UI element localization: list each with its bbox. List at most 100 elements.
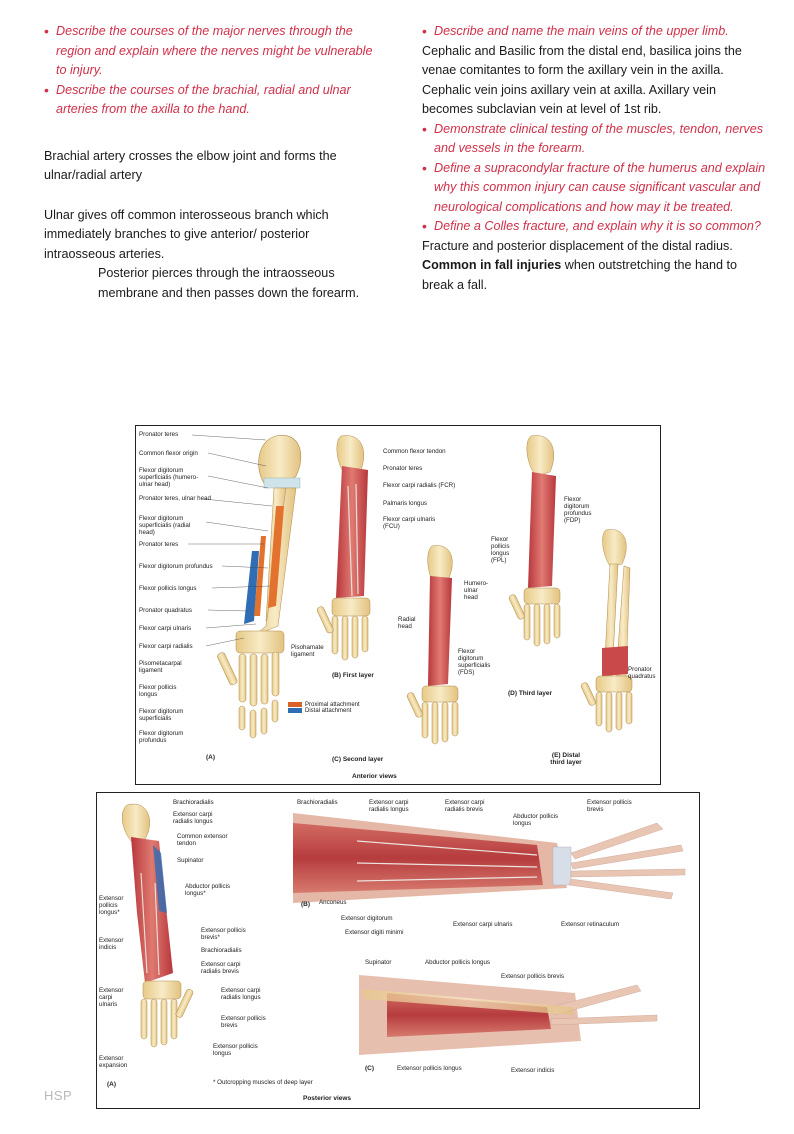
- objective-text: Describe the courses of the major nerves…: [56, 24, 373, 77]
- label: Extensor pollicis brevis*: [201, 927, 246, 941]
- label: Extensor retinaculum: [561, 921, 620, 928]
- label: Flexor pollicis longus: [139, 585, 197, 592]
- objective-item: • Define a supracondylar fracture of the…: [422, 159, 767, 218]
- label: Extensor indicis: [99, 937, 124, 951]
- label: Extensor carpi ulnaris: [453, 921, 513, 928]
- bullet-icon: •: [44, 81, 49, 98]
- label: Flexor carpi ulnaris (FCU): [383, 516, 436, 530]
- figure-c-horizontal-deep-layer: [359, 975, 658, 1055]
- label: Extensor digitorum: [341, 915, 393, 922]
- legend-item: Distal attachment: [288, 708, 360, 714]
- objective-text: Describe and name the main veins of the …: [434, 24, 729, 38]
- objective-text: Define a Colles fracture, and explain wh…: [434, 219, 761, 233]
- label: Palmaris longus: [383, 500, 428, 507]
- label: Extensor pollicis longus: [213, 1043, 258, 1057]
- objective-item: • Describe the courses of the major nerv…: [44, 22, 384, 81]
- caption-posterior-views: Posterior views: [303, 1095, 352, 1102]
- label: Extensor digiti minimi: [345, 929, 404, 936]
- anterior-forearm-figure: Pronator teres Common flexor origin Flex…: [135, 425, 661, 785]
- caption-e: (E) Distal third layer: [550, 752, 582, 766]
- veins-paragraph: Cephalic and Basilic from the distal end…: [422, 43, 742, 117]
- objective-item: • Describe the courses of the brachial, …: [44, 81, 384, 120]
- figure-b-horizontal-forearm: [293, 813, 686, 903]
- figure-a-leader-lines: [188, 434, 273, 647]
- bullet-icon: •: [422, 120, 427, 137]
- label: Brachioradialis: [201, 947, 242, 954]
- label: Anconeus: [319, 899, 347, 906]
- brachial-paragraph: Brachial artery crosses the elbow joint …: [44, 148, 337, 183]
- caption-c: (C) Second layer: [332, 756, 384, 763]
- legend-swatch: [288, 702, 302, 707]
- objective-text: Define a supracondylar fracture of the h…: [434, 160, 766, 214]
- label: Extensor carpi radialis longus: [221, 987, 261, 1001]
- objective-text: Demonstrate clinical testing of the musc…: [434, 121, 763, 156]
- label: Flexor digitorum superficialis (humero-u…: [139, 467, 199, 488]
- footer-mark: HSP: [44, 1088, 73, 1103]
- objective-text: Describe the courses of the brachial, ra…: [56, 82, 351, 117]
- right-column: • Describe and name the main veins of th…: [422, 22, 767, 295]
- label: Pronator quadratus: [628, 666, 656, 680]
- posterior-illustration: [121, 803, 686, 1055]
- label: Common extensor tendon: [177, 833, 228, 847]
- ulnar-paragraph: Ulnar gives off common interosseous bran…: [44, 207, 329, 261]
- figure-a-posterior-forearm: [121, 803, 194, 1048]
- label: Pronator teres: [139, 541, 179, 548]
- caption-a: (A): [107, 1081, 117, 1088]
- label: Pisometacarpal ligament: [139, 660, 182, 674]
- label: Pronator teres: [383, 465, 423, 472]
- legend-label: Proximal attachment: [305, 702, 360, 709]
- label: Flexor carpi radialis (FCR): [383, 482, 456, 489]
- label: Pronator quadratus: [139, 607, 192, 614]
- label: Pisohamate ligament: [291, 644, 324, 658]
- posterior-forearm-figure: Brachioradialis Extensor carpi radialis …: [96, 792, 700, 1109]
- label: Abductor pollicis longus: [513, 813, 559, 827]
- label: Extensor carpi radialis brevis: [445, 799, 485, 813]
- label: Supinator: [177, 857, 204, 864]
- figure-a-forearm: [217, 435, 302, 739]
- label: Flexor digitorum profundus (FDP): [564, 496, 592, 524]
- label: Common flexor origin: [139, 450, 198, 457]
- figure-d-third-layer: [508, 435, 561, 647]
- label: Flexor digitorum superficialis (radial h…: [139, 515, 191, 536]
- label: Extensor indicis: [511, 1067, 555, 1074]
- caption-a: (A): [206, 754, 216, 761]
- label: Extensor pollicis brevis: [501, 973, 564, 980]
- label: Extensor pollicis brevis: [221, 1015, 266, 1029]
- bullet-icon: •: [422, 23, 427, 39]
- caption-d: (D) Third layer: [508, 690, 553, 697]
- label: Extensor pollicis longus*: [99, 895, 124, 916]
- label: Flexor digitorum profundus: [139, 563, 213, 570]
- label: Brachioradialis: [173, 799, 214, 806]
- label: Flexor pollicis longus (FPL): [491, 536, 510, 564]
- label: Flexor digitorum superficialis (FDS): [458, 648, 491, 676]
- figure-c-second-layer: [406, 545, 459, 745]
- caption-b: (B): [301, 901, 311, 908]
- colles-paragraph: Fracture and posterior displacement of t…: [422, 237, 767, 296]
- objective-item: • Define a Colles fracture, and explain …: [422, 217, 767, 237]
- objective-item: • Demonstrate clinical testing of the mu…: [422, 120, 767, 159]
- label: Supinator: [365, 959, 392, 966]
- label: Brachioradialis: [297, 799, 338, 806]
- colles-text: Fracture and posterior displacement of t…: [422, 238, 733, 253]
- label: Flexor digitorum superficialis: [139, 708, 184, 722]
- bullet-icon: •: [422, 218, 427, 234]
- attachment-legend: Proximal attachment Distal attachment: [288, 702, 360, 714]
- label: Extensor carpi ulnaris: [99, 987, 124, 1008]
- figure-b-first-layer: [316, 435, 371, 661]
- left-column: • Describe the courses of the major nerv…: [44, 22, 384, 303]
- label: Flexor digitorum profundus: [139, 730, 184, 744]
- label: Extensor carpi radialis longus: [369, 799, 409, 813]
- label: Abductor pollicis longus*: [185, 883, 231, 897]
- label: Extensor expansion: [99, 1055, 128, 1069]
- label: Flexor carpi radialis: [139, 643, 193, 650]
- figure-e-distal-third-layer: [580, 529, 633, 733]
- bullet-icon: •: [44, 23, 49, 39]
- label: Radial head: [398, 616, 416, 630]
- caption-c: (C): [365, 1065, 375, 1072]
- legend-swatch: [288, 708, 302, 714]
- footnote: * Outcropping muscles of deep layer: [213, 1079, 313, 1086]
- label: Abductor pollicis longus: [425, 959, 491, 966]
- label: Flexor carpi ulnaris: [139, 625, 192, 632]
- caption-b: (B) First layer: [332, 672, 374, 679]
- label: Extensor carpi radialis longus: [173, 811, 213, 825]
